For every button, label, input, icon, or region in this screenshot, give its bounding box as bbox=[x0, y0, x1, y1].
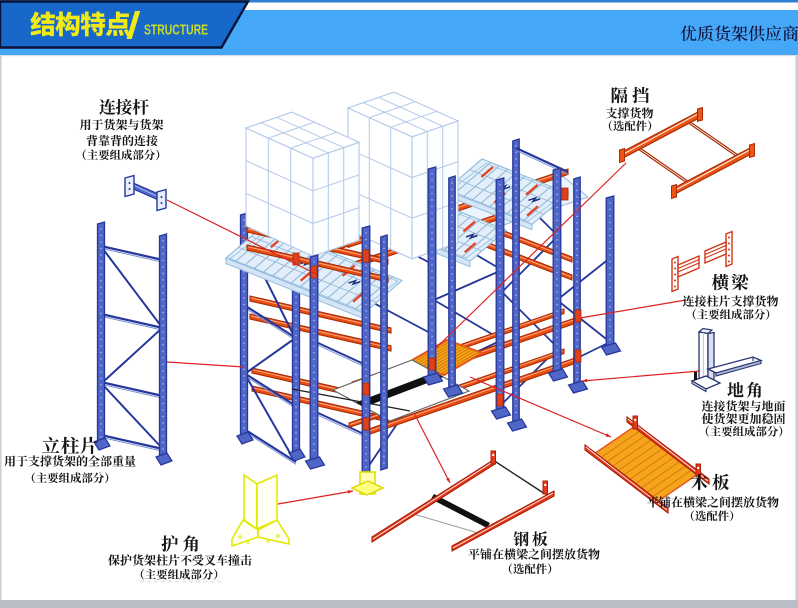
svg-text:STRUCTURE: STRUCTURE bbox=[144, 22, 208, 39]
